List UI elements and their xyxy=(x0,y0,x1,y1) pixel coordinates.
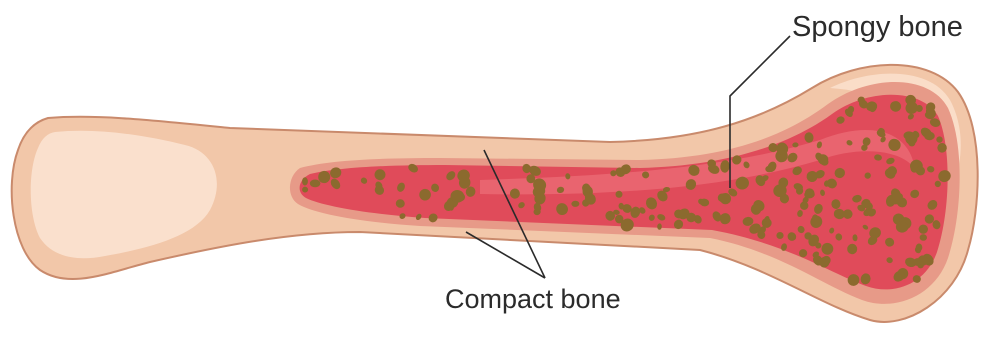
spongy-bone-dot xyxy=(779,182,785,191)
spongy-bone-dot xyxy=(310,180,321,188)
spongy-bone-dot xyxy=(913,258,921,266)
spongy-bone-label: Spongy bone xyxy=(792,11,963,43)
spongy-bone-dot xyxy=(776,232,783,239)
compact-bone-label: Compact bone xyxy=(445,284,621,314)
marrow-cavity xyxy=(300,95,948,290)
